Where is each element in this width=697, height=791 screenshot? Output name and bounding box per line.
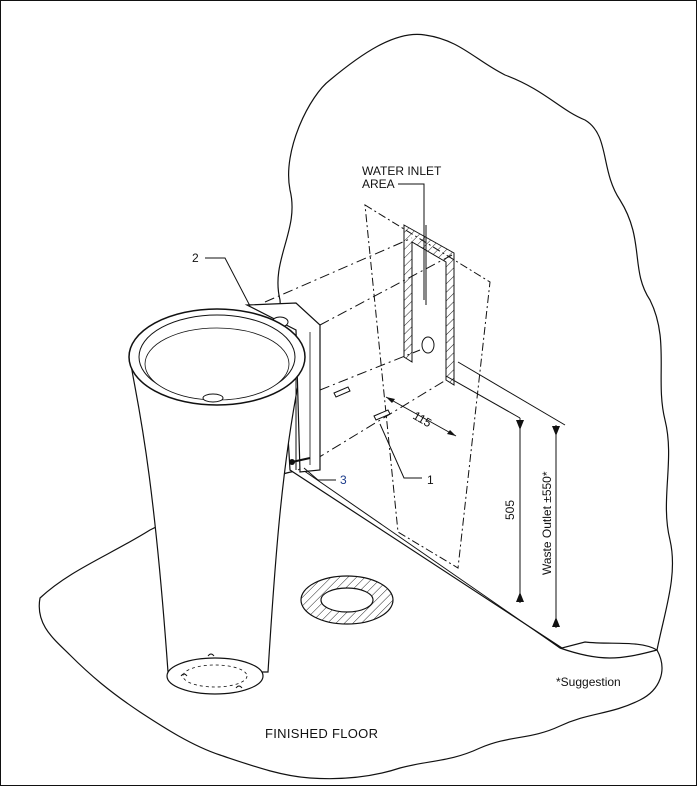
wall-floor-edge xyxy=(299,467,561,649)
dimension-505: 505 xyxy=(503,420,524,602)
floor-waste-ring xyxy=(300,575,394,625)
callout-1: 1 xyxy=(427,473,434,487)
dim-waste-outlet-label: Waste Outlet ±550* xyxy=(540,471,554,575)
callout-leaders xyxy=(205,183,425,481)
basin-pedestal xyxy=(128,302,321,695)
inlet-hole xyxy=(421,336,435,354)
dimension-waste-outlet: Waste Outlet ±550* xyxy=(540,426,560,627)
wall-slab xyxy=(277,33,674,651)
suggestion-note: *Suggestion xyxy=(556,675,621,689)
water-inlet-label-line1: WATER INLET xyxy=(362,164,442,178)
finished-floor-label: FINISHED FLOOR xyxy=(265,726,378,741)
fixing-screws xyxy=(289,386,391,465)
inlet-channel xyxy=(403,224,455,386)
callout-3: 3 xyxy=(340,473,347,487)
callout-2: 2 xyxy=(192,251,199,265)
water-inlet-label-line2: AREA xyxy=(362,177,395,191)
bowl-drain xyxy=(202,393,224,403)
dimension-extensions xyxy=(445,361,566,628)
dim-505-label: 505 xyxy=(503,500,517,520)
